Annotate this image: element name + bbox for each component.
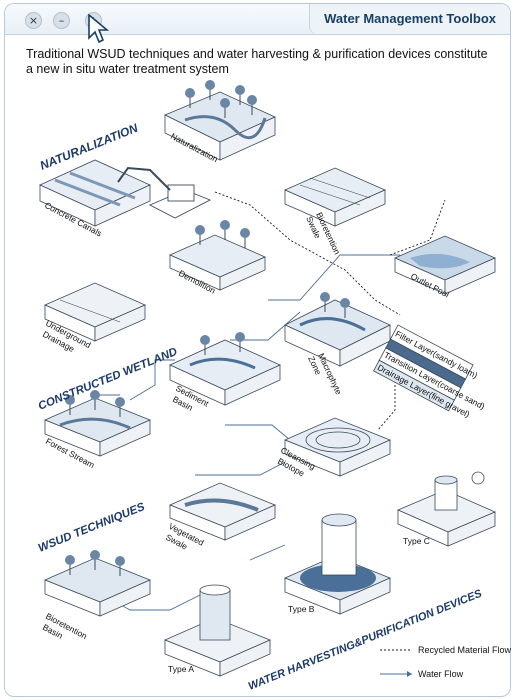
block-cleansing-biotope: Cleansing Biotope bbox=[276, 417, 392, 478]
label-type-c: Type C bbox=[403, 536, 430, 546]
block-naturalization: Naturalization bbox=[164, 79, 276, 164]
excavator-illustration bbox=[117, 166, 212, 219]
recycled-flow-lines bbox=[214, 191, 446, 431]
mouse-cursor-icon bbox=[88, 14, 110, 44]
minimize-button[interactable]: – bbox=[53, 12, 70, 29]
block-demolition: Demolition bbox=[169, 219, 266, 296]
block-bioretention-swale: Bioretention Swale bbox=[284, 167, 386, 256]
legend-recycled: Recycled Material Flow bbox=[418, 645, 512, 655]
block-type-a: Type A bbox=[163, 584, 272, 677]
label-type-a: Type A bbox=[168, 664, 194, 674]
block-bioretention-basin: Bioretention Basin bbox=[41, 549, 152, 641]
intro-text: Traditional WSUD techniques and water ha… bbox=[26, 47, 488, 76]
block-forest-stream: Forest Stream bbox=[43, 389, 152, 470]
block-type-b: Type B bbox=[283, 513, 392, 615]
block-sediment-basin: Sediment Basin bbox=[169, 331, 281, 413]
window-title: Water Management Toolbox bbox=[309, 4, 510, 34]
section-wsud-techniques: WSUD TECHNIQUES bbox=[37, 501, 147, 555]
close-button[interactable]: × bbox=[25, 12, 42, 29]
block-underground-drainage: Underground Drainage bbox=[41, 282, 146, 354]
flow-legend: Recycled Material Flow Water Flow bbox=[380, 645, 512, 679]
legend-water: Water Flow bbox=[418, 669, 464, 679]
block-concrete-canals: Concrete Canals bbox=[39, 159, 151, 238]
block-outlet-pool: Outlet Pool bbox=[394, 235, 496, 300]
block-type-c: Type C bbox=[396, 471, 497, 547]
label-type-b: Type B bbox=[288, 604, 315, 614]
block-macrophyte-zone: Macrophyte Zone bbox=[284, 291, 391, 396]
block-vegetated-swale: Vegetated Swale bbox=[164, 482, 277, 552]
layer-stack: Filter Layer(sandy loam) Transition Laye… bbox=[373, 324, 487, 419]
